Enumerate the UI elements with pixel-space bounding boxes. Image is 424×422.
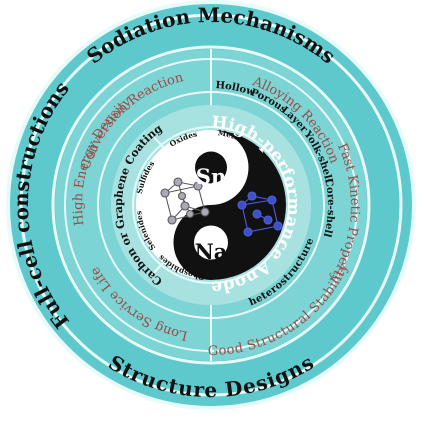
sn-label: Sn bbox=[196, 164, 226, 189]
outer-ring-line bbox=[19, 13, 403, 397]
inner-divider bbox=[150, 133, 165, 149]
sn-crystal-icon bbox=[160, 177, 210, 225]
na-label: Na bbox=[195, 239, 228, 264]
inner-divider bbox=[150, 261, 165, 277]
inner-ring-line bbox=[132, 126, 290, 284]
outer-ring-line bbox=[51, 45, 371, 365]
yin-yang bbox=[136, 130, 286, 280]
na-crystal-icon bbox=[237, 191, 283, 237]
